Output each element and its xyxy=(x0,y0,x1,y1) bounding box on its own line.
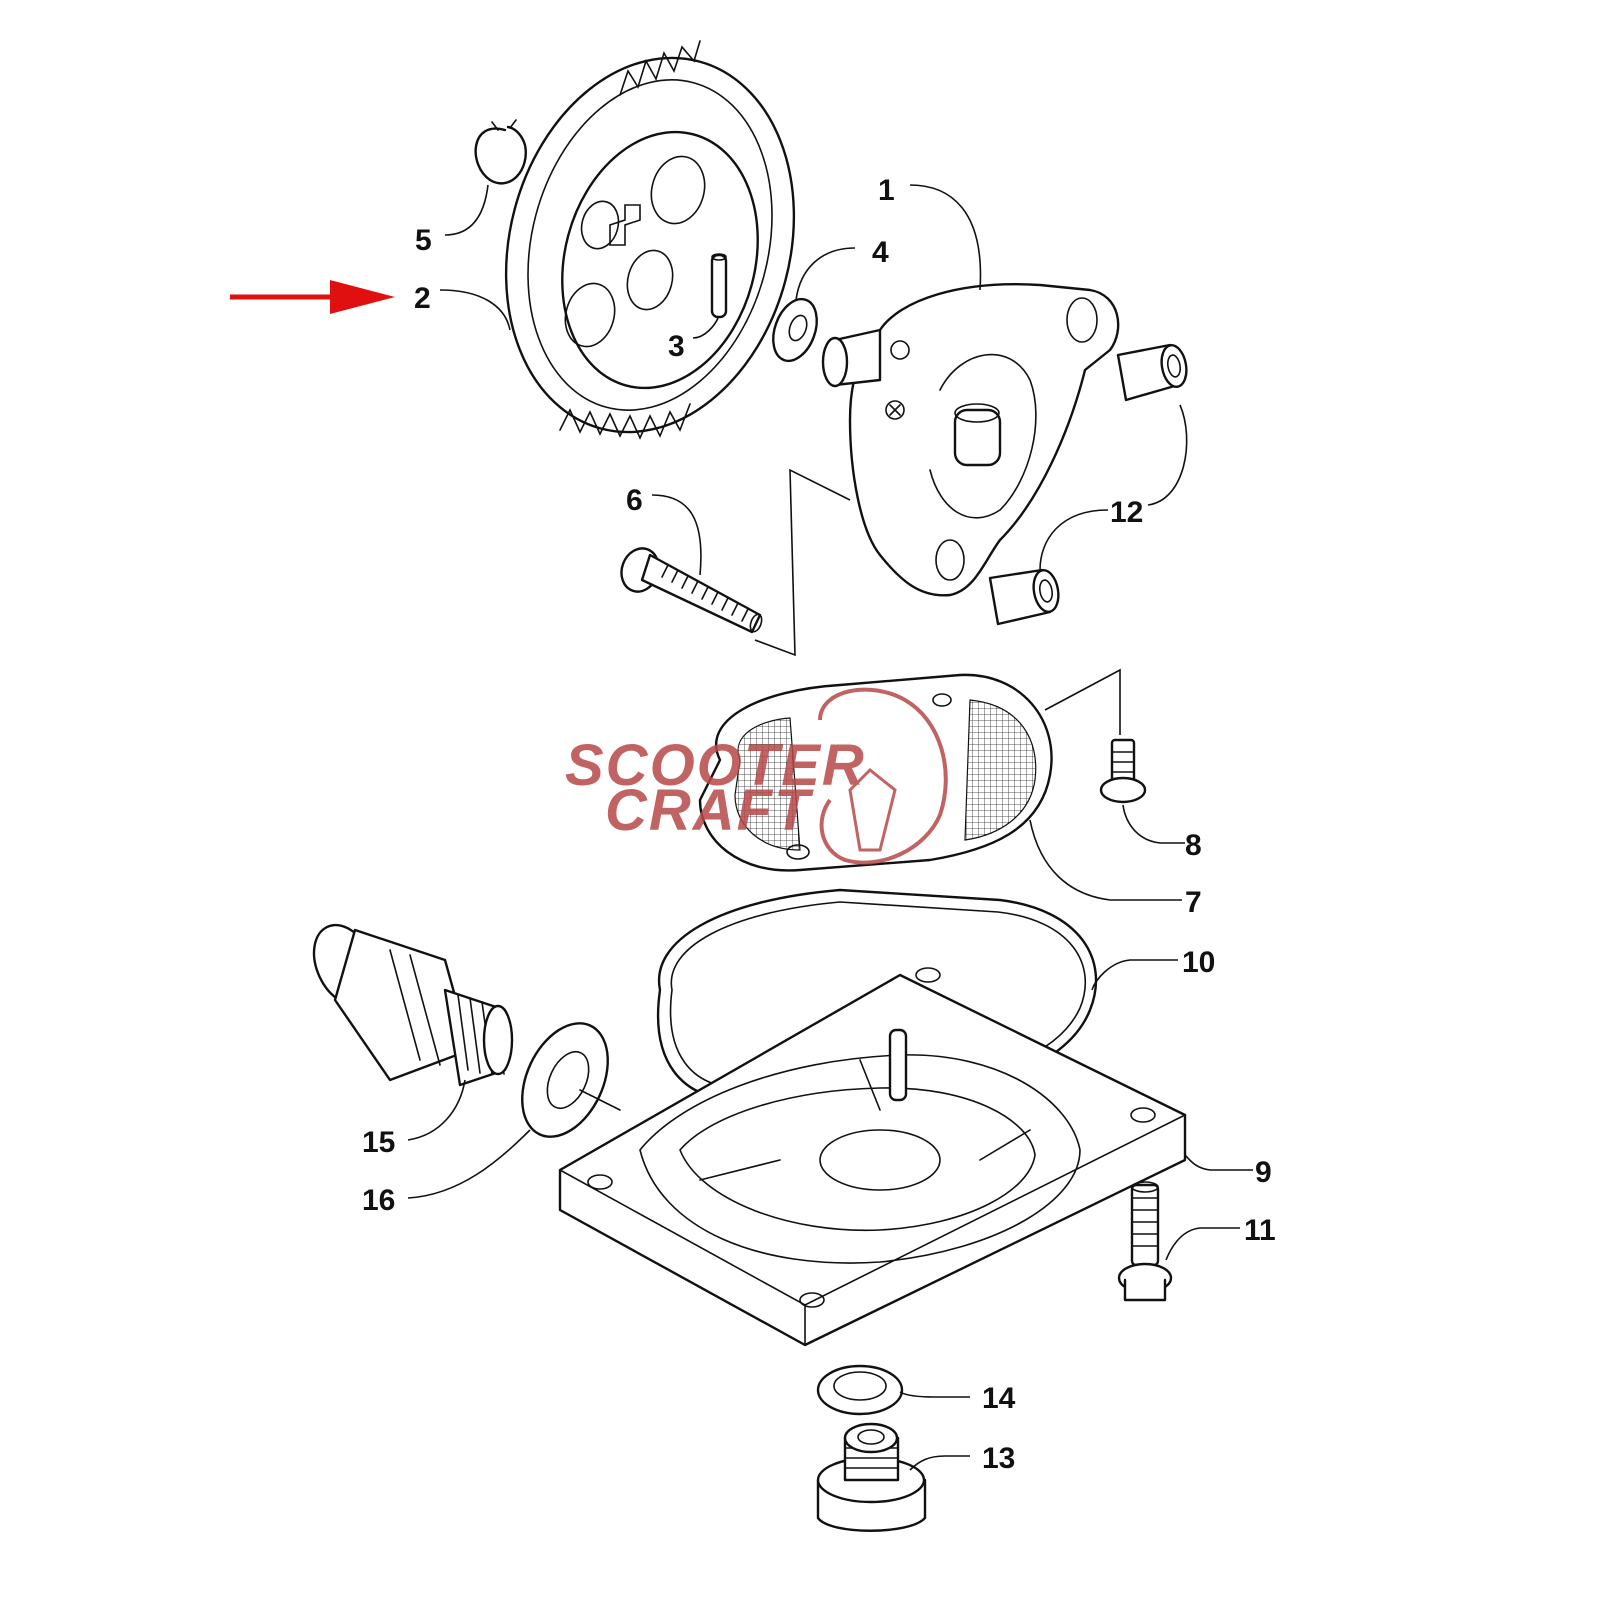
leader-12a xyxy=(1147,404,1188,506)
drain-plug-part-13 xyxy=(816,1422,927,1532)
long-screw-part-6 xyxy=(620,547,763,634)
leader-11 xyxy=(1165,1227,1240,1261)
drive-gear-part-2 xyxy=(504,40,796,440)
dowel-sleeve-part-12-lower xyxy=(988,568,1060,626)
callout-11: 11 xyxy=(1244,1214,1276,1247)
oil-pan-cover-part-9 xyxy=(558,967,1187,1347)
circlip-part-5 xyxy=(474,119,527,185)
leader-16 xyxy=(407,1129,531,1199)
callout-5: 5 xyxy=(415,224,432,257)
leader-15 xyxy=(407,1079,466,1141)
leader-7 xyxy=(1029,819,1182,901)
sensor-part-15 xyxy=(312,923,514,1087)
watermark-line-2: CRAFT xyxy=(605,778,814,843)
callout-6: 6 xyxy=(626,484,643,517)
callout-16: 16 xyxy=(362,1184,395,1217)
leader-8 xyxy=(1122,804,1185,844)
leader-5 xyxy=(444,184,489,236)
callout-9: 9 xyxy=(1255,1156,1272,1189)
leader-1 xyxy=(909,184,982,291)
callout-7: 7 xyxy=(1185,886,1202,919)
leader-10 xyxy=(1091,959,1178,991)
leader-6 xyxy=(651,494,702,576)
assembly-line-lower xyxy=(1044,668,1121,735)
red-arrow-indicator-icon xyxy=(230,280,395,314)
callout-3: 3 xyxy=(668,330,685,363)
callout-10: 10 xyxy=(1182,946,1215,979)
callout-labels: 1 2 3 4 5 6 7 8 9 10 11 12 13 14 15 16 xyxy=(362,174,1276,1475)
callout-12: 12 xyxy=(1110,496,1143,529)
callout-8: 8 xyxy=(1185,829,1202,862)
leader-2 xyxy=(439,289,511,331)
leader-3 xyxy=(692,317,719,339)
leader-4 xyxy=(795,247,856,301)
callout-2: 2 xyxy=(414,282,431,315)
scooter-craft-watermark: SCOOTER CRAFT xyxy=(565,687,948,865)
leader-13 xyxy=(909,1455,970,1471)
pin-part-3 xyxy=(710,253,728,319)
callout-14: 14 xyxy=(982,1382,1016,1415)
leader-12b xyxy=(1039,509,1109,571)
short-bolt-part-8 xyxy=(1099,738,1147,804)
callout-4: 4 xyxy=(872,236,889,269)
assembly-line-upper xyxy=(754,468,851,657)
leader-9 xyxy=(1184,1154,1253,1171)
oil-pump-body-part-1 xyxy=(821,283,1120,597)
callout-1: 1 xyxy=(878,174,895,207)
callout-15: 15 xyxy=(362,1126,395,1159)
leader-14 xyxy=(899,1391,970,1398)
washer-part-4 xyxy=(772,297,818,363)
watermark-line-1: SCOOTER xyxy=(565,733,866,798)
flange-bolt-part-11 xyxy=(1117,1181,1173,1302)
washer-part-14 xyxy=(816,1364,904,1416)
callout-13: 13 xyxy=(982,1442,1015,1475)
dowel-sleeve-part-12-upper xyxy=(1116,343,1188,402)
sealing-washer-part-16 xyxy=(521,1022,621,1138)
leader-lines xyxy=(407,184,1253,1471)
